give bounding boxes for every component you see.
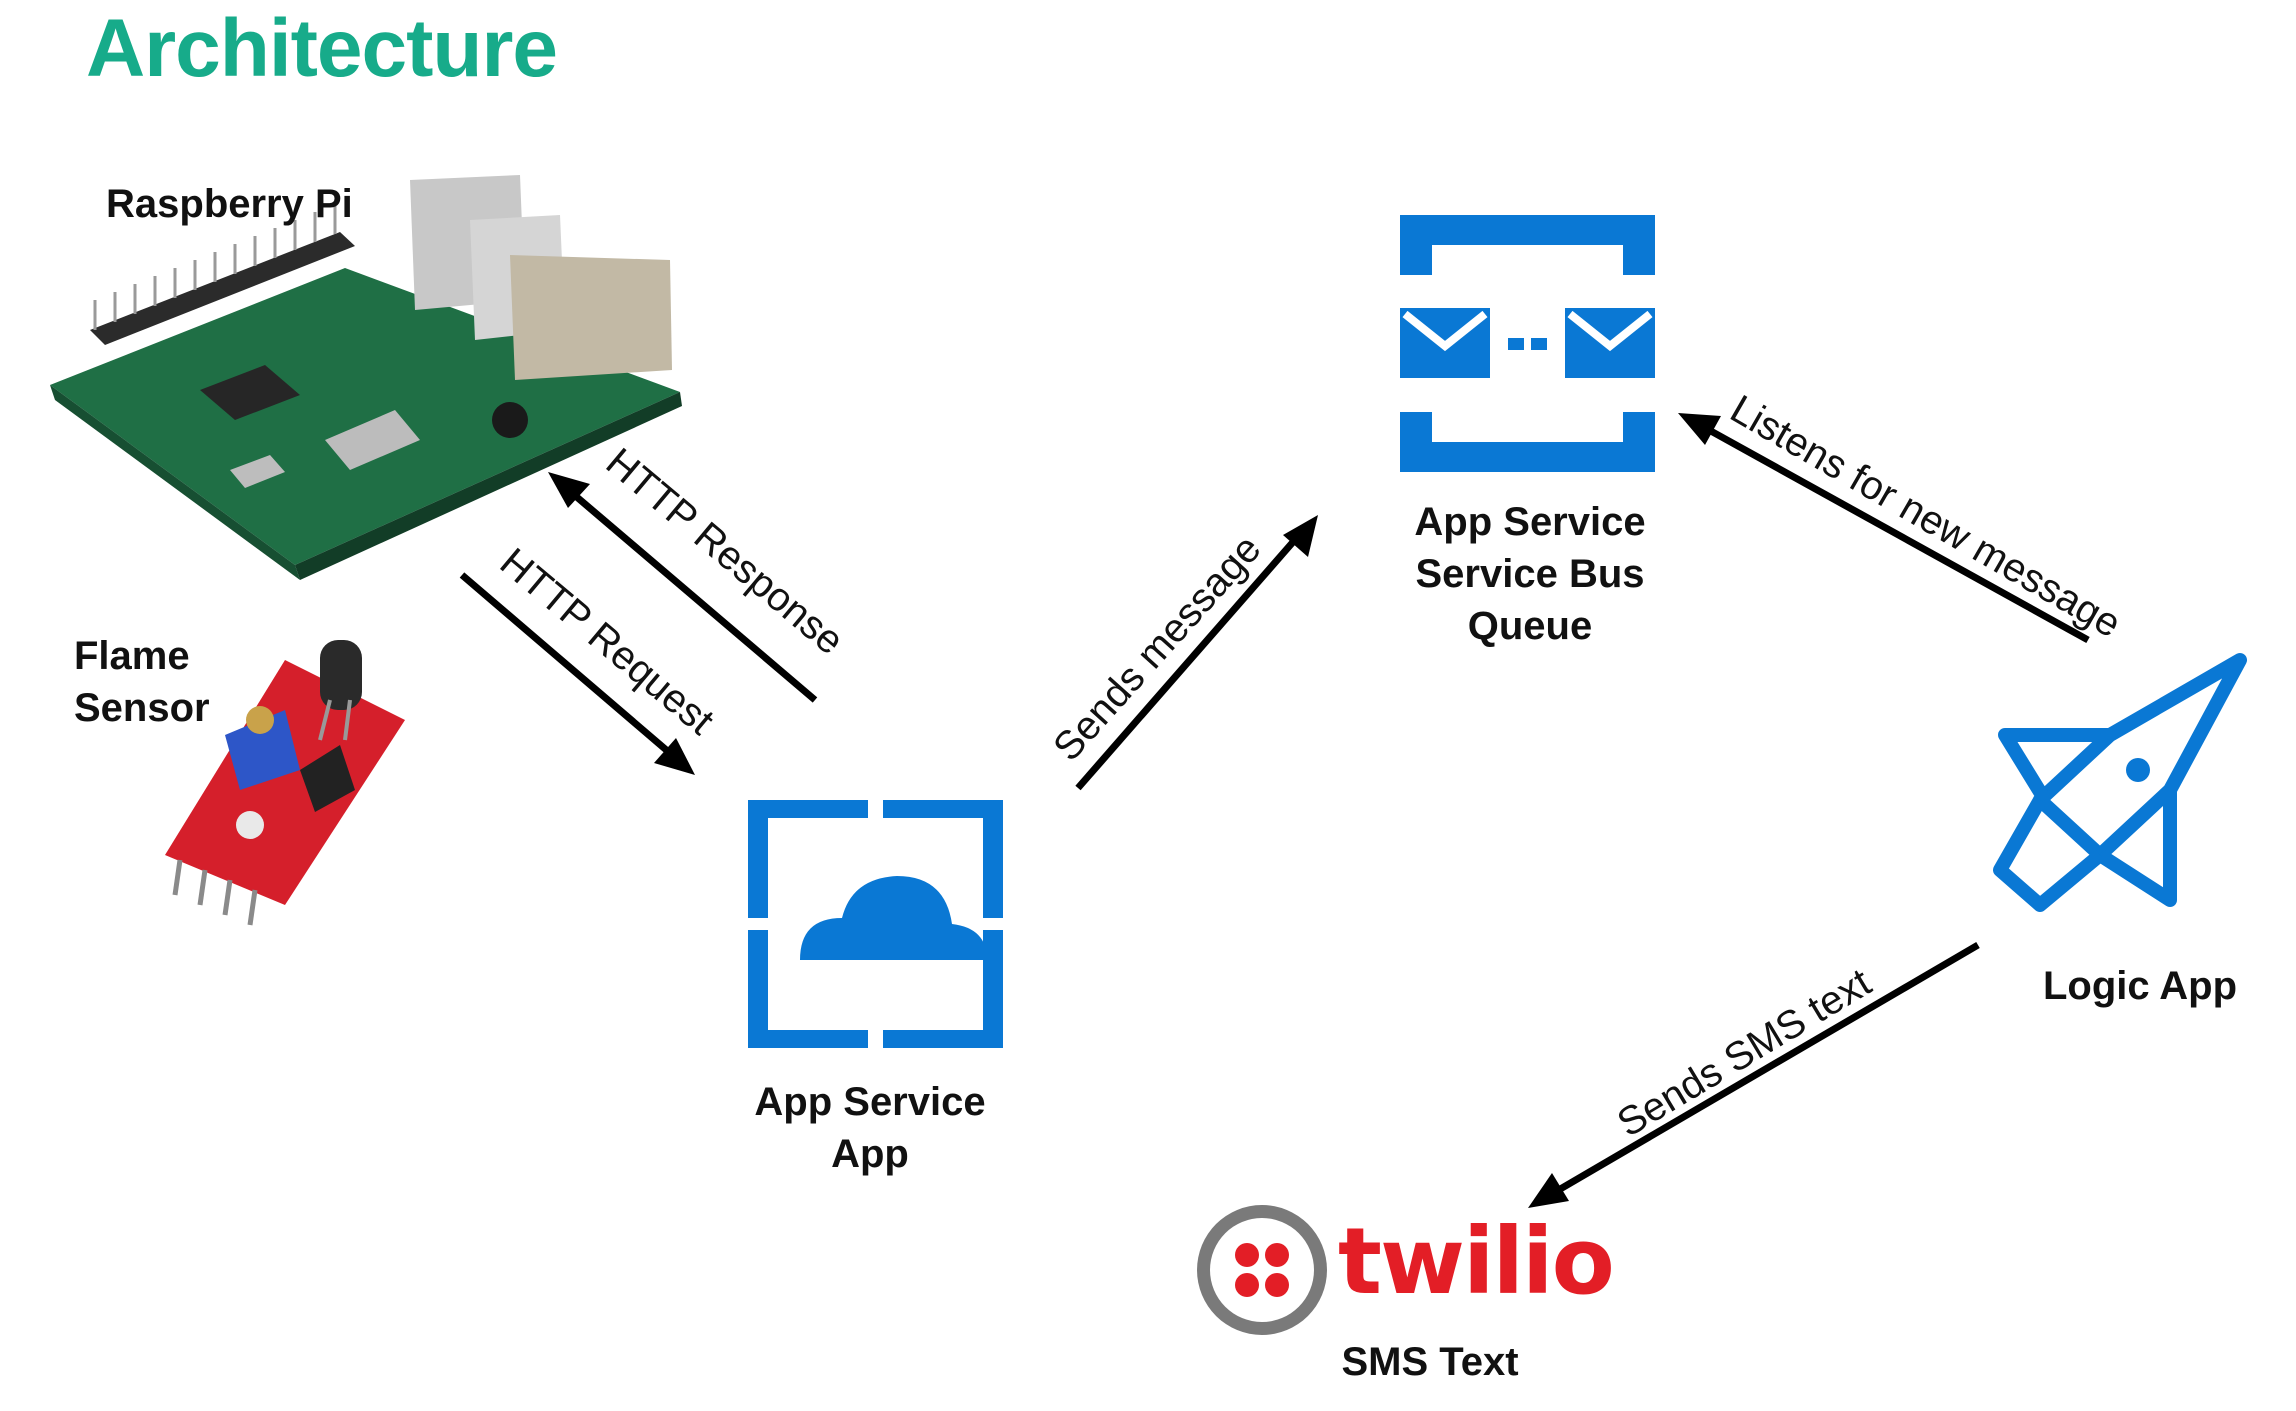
twilio-logo-text: twilio: [1338, 1208, 1615, 1315]
arrow-sends-message: [1075, 515, 1318, 791]
raspberry-pi-board: [50, 175, 682, 580]
service-bus-queue-icon: [1400, 215, 1655, 472]
flame-sensor-label: Flame Sensor: [74, 634, 210, 730]
page-title: Architecture: [86, 3, 558, 94]
logic-app-rocket-icon: [1993, 653, 2247, 912]
sms-text-label: SMS Text: [1341, 1340, 1519, 1384]
app-service-icon: [748, 800, 1003, 1048]
arrow-sends-sms: [1528, 941, 1980, 1208]
flame-sensor-board: [165, 640, 405, 926]
raspberry-pi-label: Raspberry Pi: [106, 182, 353, 226]
app-service-app-label: App Service App: [754, 1080, 986, 1176]
arrow-http-request: [459, 572, 695, 775]
logic-app-label: Logic App: [2042, 964, 2238, 1008]
twilio-logo-icon: [1197, 1205, 1327, 1335]
arrow-http-response: [548, 472, 818, 703]
arrow-listens: [1678, 413, 2090, 644]
service-bus-queue-label: App Service Service Bus Queue: [1414, 500, 1646, 648]
